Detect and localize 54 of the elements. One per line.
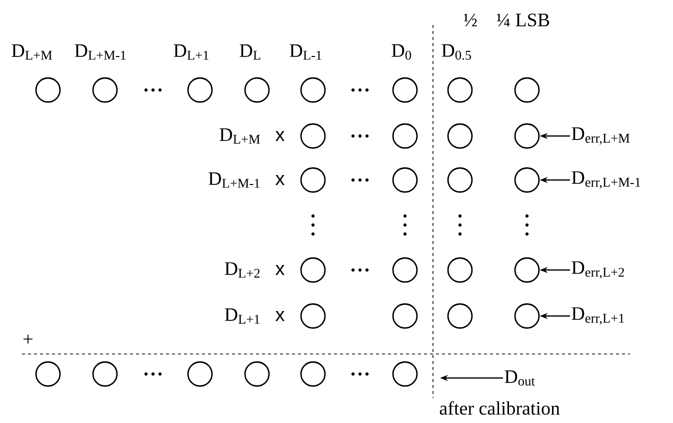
- signal-label: D$_{err,L+2}$: [572, 261, 624, 279]
- label: D$_{L+1}$: [174, 44, 208, 60]
- multiply-sign: x: [275, 174, 285, 186]
- label: D$_{L+M-1}$: [74, 44, 126, 60]
- signal-label: D$_{err,L+M-1}$: [572, 171, 640, 189]
- bit-circle: [447, 257, 473, 283]
- bit-circle: [447, 303, 473, 329]
- bit-circle: [392, 123, 418, 149]
- multiply-sign: x: [275, 310, 285, 321]
- label: D$_{L+1}$: [224, 308, 260, 324]
- signal-label: D$_{out}$: [504, 370, 535, 386]
- label: D$_{L+M}$: [12, 44, 52, 60]
- bit-circle: [514, 77, 540, 103]
- multiply-sign: x: [275, 264, 285, 275]
- bit-circle: [514, 167, 540, 193]
- bit-circle: [300, 257, 326, 283]
- bit-circle: [92, 77, 118, 103]
- bit-circle: [392, 77, 418, 103]
- label: ¼ LSB: [496, 14, 550, 26]
- label: D$_{L+2}$: [224, 262, 260, 278]
- bit-circle: [244, 77, 270, 103]
- bit-circle: [447, 77, 473, 103]
- label: D$_{L+M-1}$: [208, 172, 260, 188]
- label: ½: [464, 14, 477, 26]
- bit-circle: [514, 123, 540, 149]
- bit-circle: [514, 303, 540, 329]
- label: +: [24, 334, 32, 344]
- bit-circle: [92, 361, 118, 387]
- bit-circle: [187, 77, 213, 103]
- bit-circle: [392, 361, 418, 387]
- bit-circle: [35, 361, 61, 387]
- bit-circle: [300, 303, 326, 329]
- label: D$_{L-1}$: [290, 44, 322, 60]
- bit-circle: [244, 361, 270, 387]
- label: D$_{L}$: [240, 44, 260, 60]
- bit-circle: [187, 361, 213, 387]
- label: D$_{0.5}$: [442, 44, 472, 60]
- label: D$_{0}$: [392, 44, 412, 60]
- bit-circle: [447, 167, 473, 193]
- bit-circle: [392, 167, 418, 193]
- bit-circle: [300, 361, 326, 387]
- signal-label: D$_{err,L+M}$: [572, 127, 630, 145]
- signal-label: D$_{err,L+1}$: [572, 307, 624, 325]
- label: D$_{L+M}$: [220, 128, 260, 144]
- label: after calibration: [440, 401, 560, 415]
- bit-circle: [300, 123, 326, 149]
- bit-circle: [300, 167, 326, 193]
- bit-circle: [392, 257, 418, 283]
- multiply-sign: x: [275, 130, 285, 142]
- bit-circle: [447, 123, 473, 149]
- bit-circle: [392, 303, 418, 329]
- bit-circle: [35, 77, 61, 103]
- bit-circle: [514, 257, 540, 283]
- bit-circle: [300, 77, 326, 103]
